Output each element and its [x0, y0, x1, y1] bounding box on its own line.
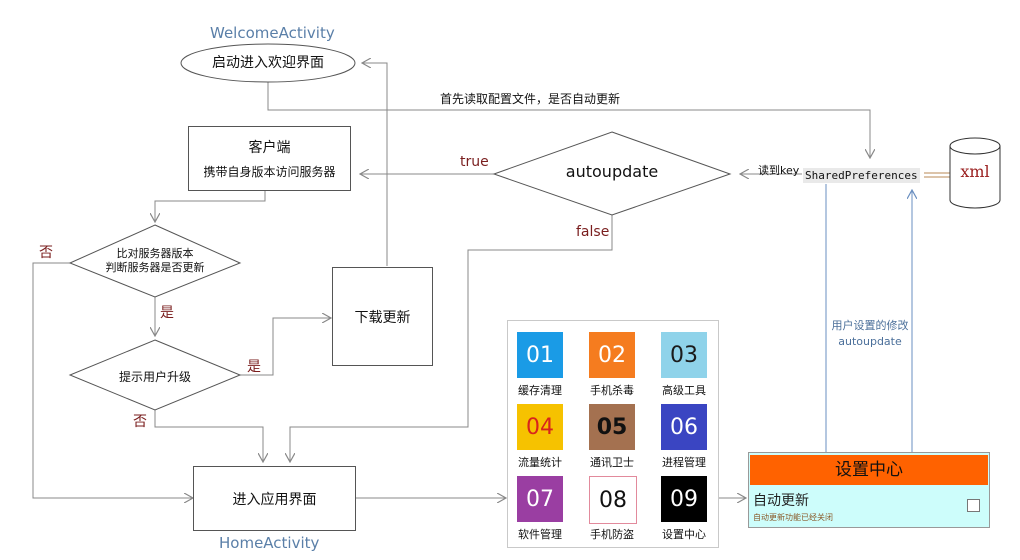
client-title: 客户端 [248, 140, 291, 156]
grid-tile-08[interactable]: 08 [589, 476, 637, 524]
grid-tile-05[interactable]: 05 [589, 404, 635, 450]
grid-label-03: 高级工具 [662, 384, 706, 397]
welcome-activity-title: WelcomeActivity [210, 24, 335, 42]
download-label: 下载更新 [354, 309, 411, 326]
welcome-label: 启动进入欢迎界面 [212, 55, 324, 71]
compare-yes-label: 是 [160, 305, 174, 321]
grid-tile-02[interactable]: 02 [589, 332, 635, 378]
user-modify-label: 用户设置的修改 autoupdate [826, 318, 914, 350]
grid-tile-03[interactable]: 03 [661, 332, 707, 378]
grid-tile-07[interactable]: 07 [517, 476, 563, 522]
read-key-label: 读到key [758, 164, 800, 177]
main-box: 进入应用界面 [193, 466, 356, 531]
true-label: true [460, 154, 489, 170]
grid-label-05: 通讯卫士 [590, 456, 634, 469]
xml-cylinder [949, 137, 1001, 209]
false-label: false [576, 224, 610, 240]
settings-item-label[interactable]: 自动更新 [753, 493, 809, 509]
grid-label-02: 手机杀毒 [590, 384, 634, 397]
prompt-yes-label: 是 [247, 359, 261, 375]
autoupdate-diamond [492, 131, 732, 216]
user-modify-line1: 用户设置的修改 [831, 319, 909, 332]
prompt-diamond [68, 339, 242, 411]
compare-line1: 比对服务器版本 [116, 247, 194, 260]
client-subtitle: 携带自身版本访问服务器 [203, 165, 336, 179]
user-modify-line2: autoupdate [838, 335, 902, 348]
main-label: 进入应用界面 [232, 491, 317, 508]
edge-download-to-welcome [362, 63, 388, 266]
grid-label-09: 设置中心 [662, 528, 706, 541]
download-box: 下载更新 [332, 267, 433, 366]
auto-update-checkbox[interactable] [967, 499, 980, 512]
edge-prompt-yes-to-download [240, 318, 331, 376]
grid-tile-06[interactable]: 06 [661, 404, 707, 450]
grid-label-08: 手机防盗 [590, 528, 634, 541]
grid-label-06: 进程管理 [662, 456, 706, 469]
edge-false-to-main [290, 215, 613, 462]
edge-client-to-compare [155, 191, 266, 222]
edge-welcome-to-prefs [267, 82, 870, 158]
xml-label: xml [960, 162, 990, 181]
compare-label: 比对服务器版本 判断服务器是否更新 [90, 247, 220, 275]
edge-prompt-no-to-main [154, 410, 263, 462]
grid-label-04: 流量统计 [518, 456, 562, 469]
compare-diamond [68, 224, 242, 298]
settings-item-sub: 自动更新功能已经关闭 [753, 513, 833, 522]
grid-tile-04[interactable]: 04 [517, 404, 563, 450]
home-activity-title: HomeActivity [219, 534, 320, 552]
prompt-label: 提示用户升级 [118, 370, 191, 384]
client-box: 客户端 携带自身版本访问服务器 [188, 126, 351, 191]
settings-header: 设置中心 [750, 455, 988, 485]
compare-no-label: 否 [39, 245, 53, 261]
grid-label-01: 缓存清理 [518, 384, 562, 397]
shared-preferences-label: SharedPreferences [803, 168, 920, 183]
grid-tile-01[interactable]: 01 [517, 332, 563, 378]
welcome-ellipse [180, 43, 356, 83]
prompt-no-label: 否 [133, 414, 147, 430]
edge-compare-no-to-main [32, 262, 193, 498]
compare-line2: 判断服务器是否更新 [105, 261, 205, 274]
grid-label-07: 软件管理 [518, 528, 562, 541]
grid-tile-09[interactable]: 09 [661, 476, 707, 522]
read-config-label: 首先读取配置文件，是否自动更新 [440, 92, 621, 106]
autoupdate-label: autoupdate [565, 162, 659, 181]
